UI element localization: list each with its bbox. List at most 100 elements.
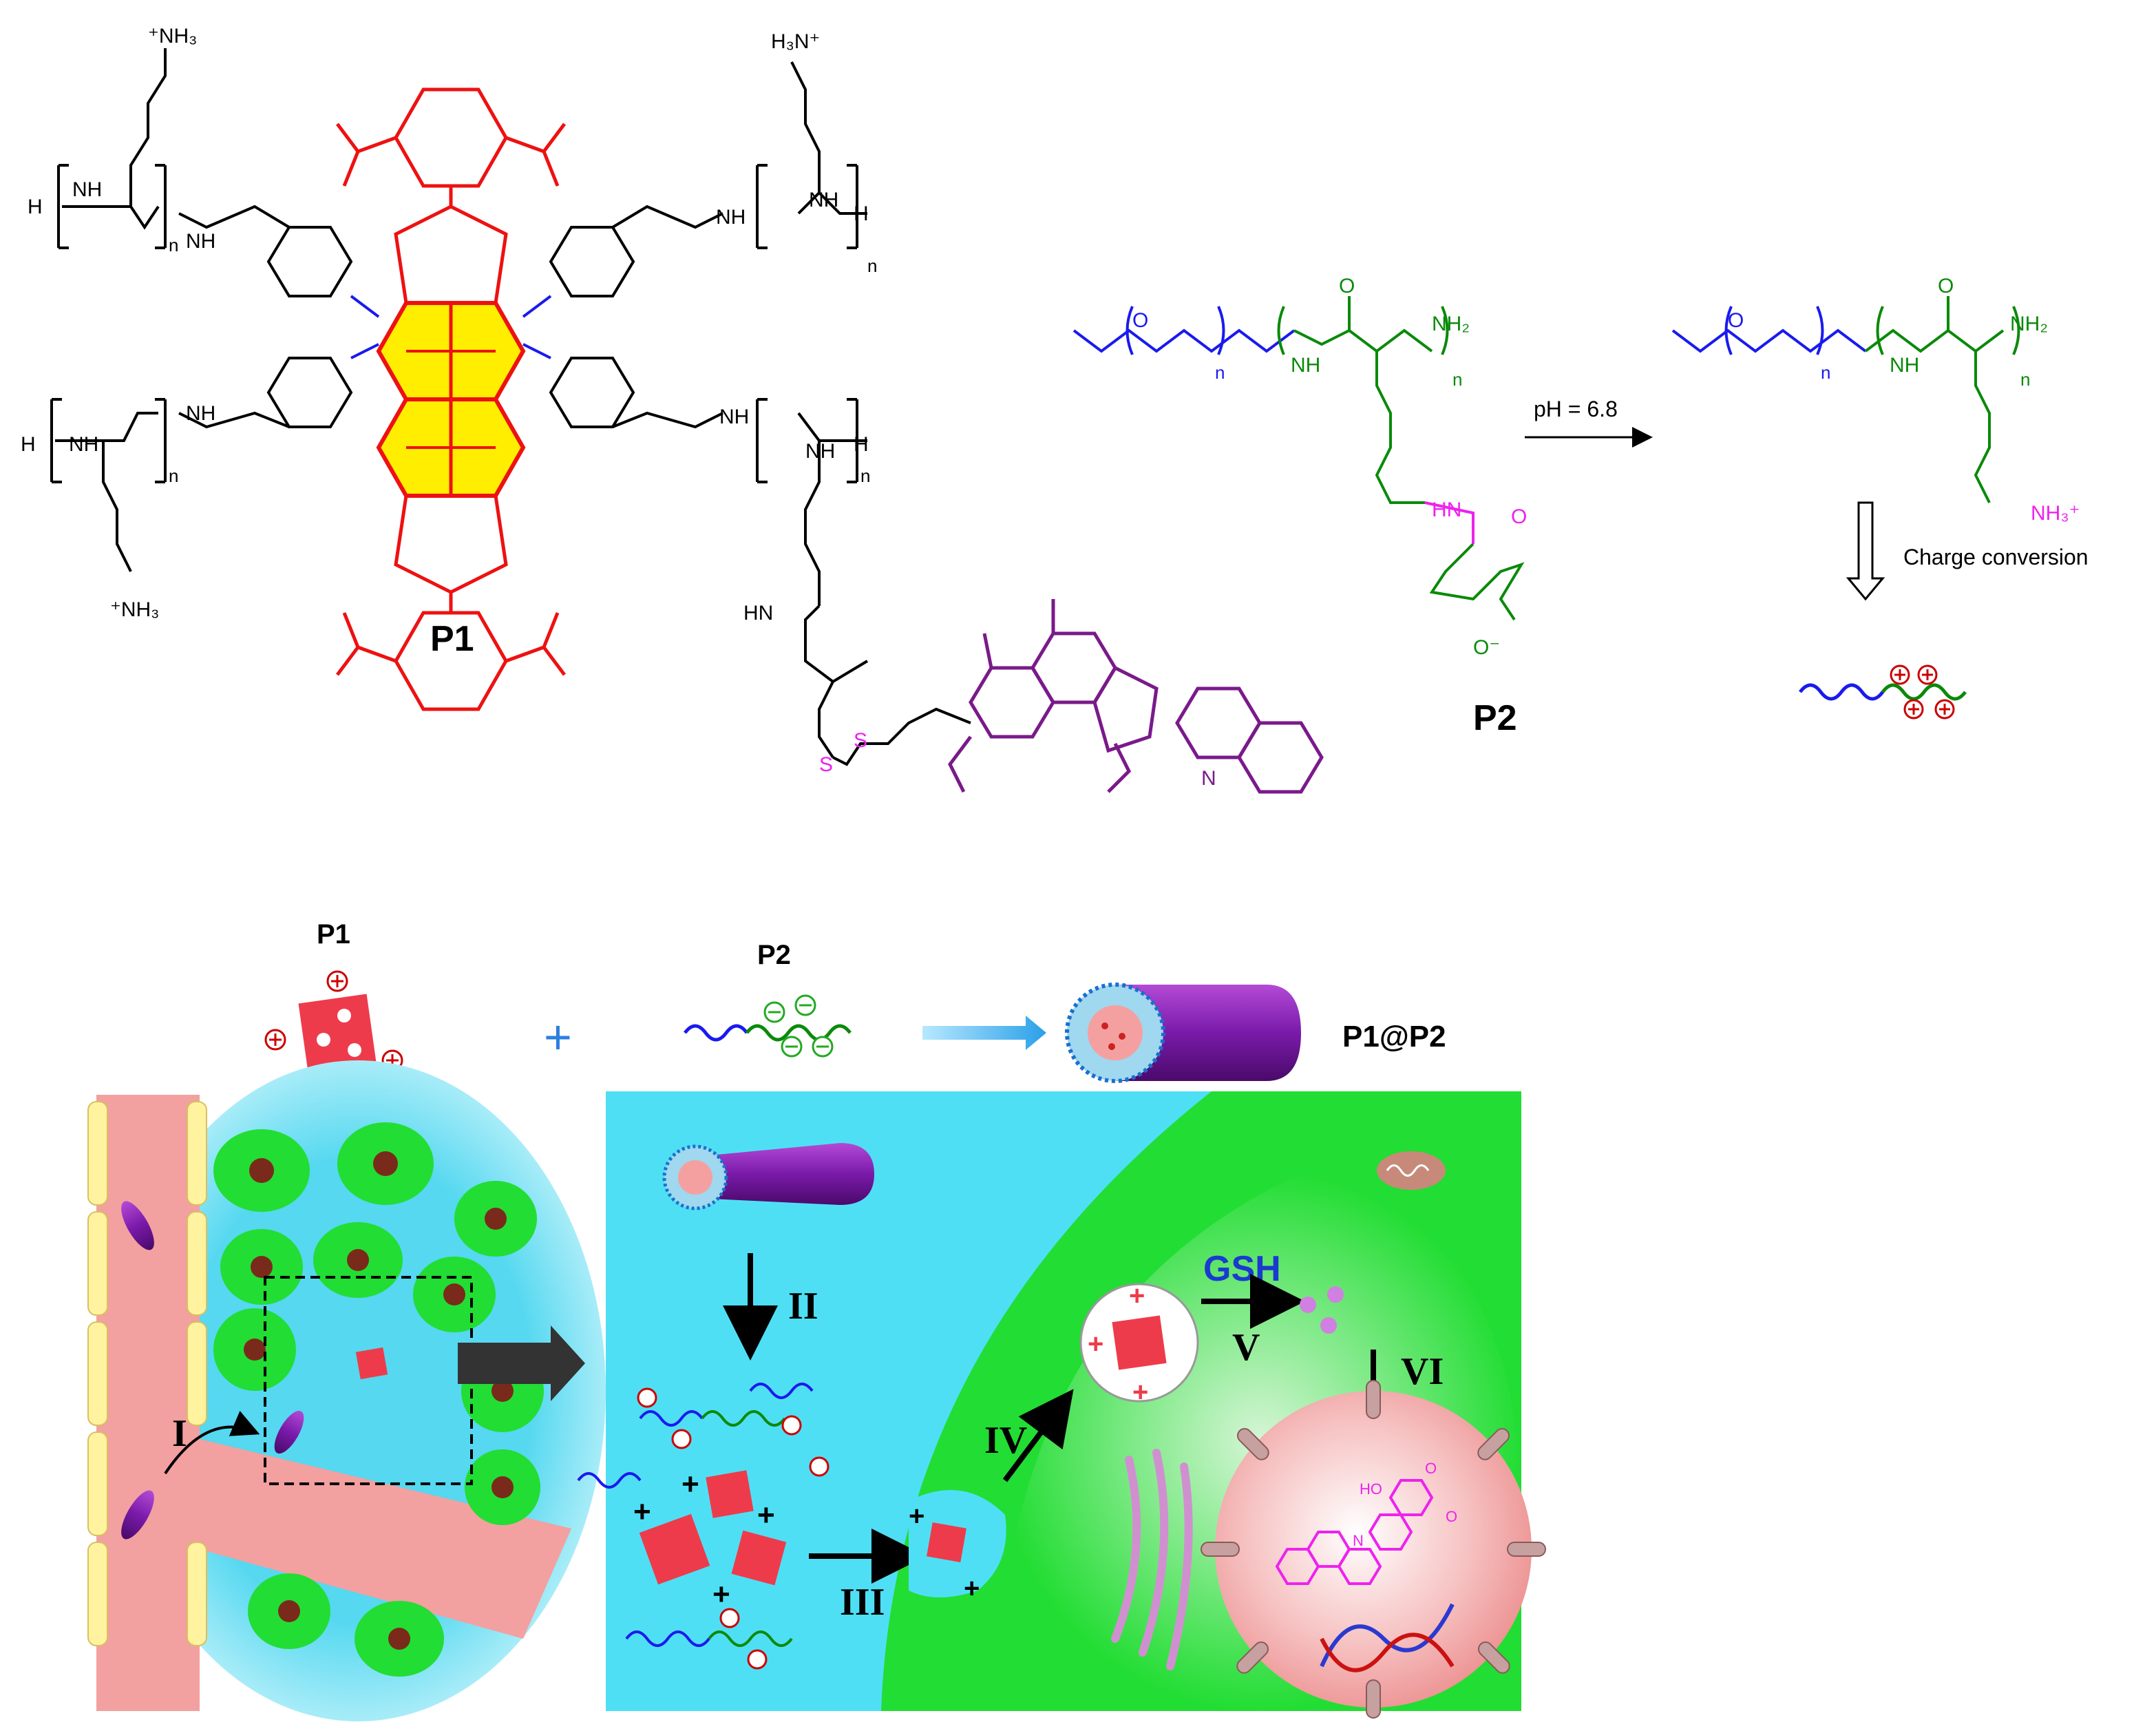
gsh-label: GSH [1203, 1249, 1281, 1289]
cpt-in-nucleus [1275, 1479, 1434, 1585]
o-minus: O⁻ [1473, 636, 1500, 659]
nh3-plus-bottom: ⁺NH₃ [110, 598, 159, 621]
plus-charge-6: + [964, 1573, 980, 1604]
p2-chain-icon [684, 994, 852, 1058]
o-maleic: O [1511, 505, 1527, 528]
plus-charge-4: + [712, 1577, 730, 1611]
p2-structure [1072, 296, 1525, 621]
p1-label-top: P1 [430, 619, 474, 659]
step-I-label: I [172, 1412, 187, 1455]
nucleus: HO O O N [1201, 1380, 1546, 1719]
p2-label-scheme: P2 [757, 940, 791, 970]
disulfide-linker [804, 605, 971, 766]
polymer-chain-icon [1799, 664, 1967, 720]
p1-structure [50, 48, 1324, 794]
nh-2: NH [186, 230, 215, 253]
s-atom-1: S [819, 753, 833, 776]
n-label: N [1353, 1532, 1364, 1549]
endosome-charges: + + + [1088, 1281, 1148, 1407]
plus-charge-1: + [633, 1495, 651, 1529]
micelle-rod-icon [1065, 983, 1301, 1083]
p1-atom-labels: ⁺NH₃ H₃N⁺ H NH n NH H NH n NH H NH n NH … [21, 25, 1216, 790]
dissociated-components [577, 1383, 829, 1670]
nh-1: NH [72, 178, 102, 201]
charge-conversion-arrow [1846, 501, 1885, 601]
ho-label: HO [1360, 1480, 1382, 1498]
endocytosis-pocket [909, 1490, 1006, 1597]
step-IV-label: IV [984, 1419, 1027, 1462]
step-VI-label: VI [1401, 1350, 1444, 1393]
n-atom-cpt: N [1201, 767, 1216, 790]
o-peg: O [1132, 309, 1148, 332]
hn-linker: HN [743, 602, 773, 625]
h-atom-3: H [21, 433, 36, 456]
o-label-2: O [1446, 1508, 1457, 1525]
plus-charges: + + + + [633, 1467, 775, 1611]
n-sub-product-2: n [2020, 369, 2030, 390]
product-atom-labels: O n O NH NH₂ n NH₃⁺ [1728, 275, 2080, 525]
h3n-plus-top: H₃N⁺ [771, 30, 820, 53]
plus-sign: + [544, 1010, 572, 1064]
nh2-end: NH₂ [1432, 313, 1470, 335]
perylene-diimide-core [336, 87, 566, 711]
nanocube-icon [264, 970, 403, 1072]
charge-conversion-label: Charge conversion [1903, 545, 2089, 569]
o-amide: O [1339, 275, 1355, 297]
nh3-plus-product: NH₃⁺ [2031, 502, 2080, 525]
nh-5: NH [69, 433, 98, 456]
plus-charge-8: + [1088, 1329, 1103, 1359]
n-sub-2: n [867, 255, 877, 276]
nh-6: NH [186, 402, 215, 425]
plus-charge-5: + [909, 1501, 924, 1531]
plus-charge-2: + [681, 1467, 699, 1501]
camptothecin [948, 599, 1324, 794]
plus-charge-3: + [757, 1498, 775, 1532]
blood-vessel-icon [87, 1095, 571, 1711]
nh-4: NH [716, 206, 746, 229]
golgi-icon [1111, 1449, 1193, 1670]
dna-helix-icon [1320, 1603, 1455, 1672]
assembly-label: P1@P2 [1342, 1020, 1446, 1053]
o-label-1: O [1425, 1460, 1437, 1477]
n-sub-lys: n [1452, 369, 1462, 390]
zoom-arrow [458, 1325, 585, 1401]
p1-label-scheme: P1 [317, 919, 350, 950]
hn-amide: HN [1432, 499, 1461, 521]
vessel-micelles [121, 1201, 304, 1540]
o-peg-product: O [1728, 309, 1744, 332]
p2-atom-labels: O n O NH NH₂ n HN O O⁻ [1132, 275, 1527, 659]
assembly-arrow [922, 1016, 1046, 1050]
step-V-label: V [1232, 1326, 1260, 1369]
nh-backbone: NH [1291, 354, 1320, 377]
nh-3: NH [809, 189, 838, 211]
h-atom-2: H [854, 202, 869, 225]
product-structure [1671, 296, 2020, 503]
s-atom-2: S [854, 729, 867, 752]
step-III-label: III [840, 1581, 885, 1624]
p2-label-top: P2 [1473, 698, 1517, 738]
nh-7: NH [805, 440, 835, 463]
mitochondrion-icon [1377, 1151, 1446, 1190]
nh2-product: NH₂ [2010, 313, 2048, 335]
nh-8: NH [719, 406, 749, 428]
lysine-chains [50, 48, 867, 606]
n-sub-4: n [860, 465, 870, 486]
phenoxy-arms [178, 204, 723, 429]
tumor-cells [213, 1122, 544, 1677]
n-sub-product-1: n [1821, 362, 1830, 383]
h-atom-4: H [854, 433, 869, 456]
endosome [1079, 1283, 1199, 1403]
pocket-charges: + + [909, 1501, 980, 1604]
o-amide-product: O [1938, 275, 1954, 297]
tumor-cell-icon [213, 1122, 544, 1677]
nh-product: NH [1890, 354, 1919, 377]
n-sub-1: n [169, 235, 178, 255]
h-atom-1: H [28, 196, 43, 218]
nh3-plus-top: ⁺NH₃ [148, 25, 197, 48]
step-II-label: II [788, 1285, 818, 1328]
step-I-arrow [164, 1411, 260, 1475]
n-sub-peg: n [1215, 362, 1225, 383]
cpt-atom-labels: HO O O N [1353, 1460, 1457, 1549]
zoom-nanocube [355, 1347, 388, 1380]
